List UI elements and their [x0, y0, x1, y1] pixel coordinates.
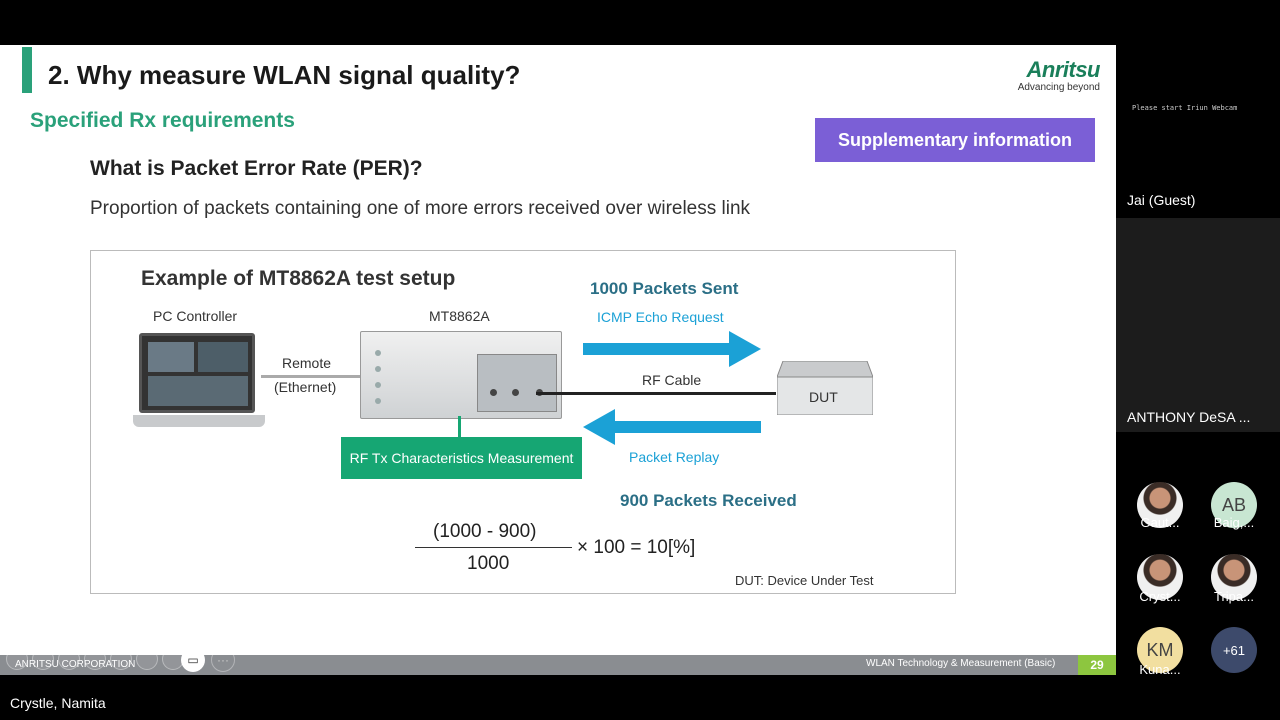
- replay-arrow-icon: [583, 409, 761, 445]
- avatar-initials: AB: [1221, 494, 1246, 515]
- video-camera-icon[interactable]: ▭: [181, 648, 205, 672]
- participant-name: Baig,...: [1213, 515, 1255, 530]
- supplementary-badge: Supplementary information: [815, 118, 1095, 162]
- formula-numerator: (1000 - 900): [433, 521, 537, 542]
- rf-cable-label: RF Cable: [642, 372, 702, 388]
- remote-label: Remote: [282, 355, 332, 371]
- title-accent-bar: [22, 47, 32, 93]
- diagram-title: Example of MT8862A test setup: [141, 267, 456, 290]
- presentation-slide: 2. Why measure WLAN signal quality? Anri…: [0, 45, 1116, 675]
- formula-denominator: 1000: [467, 553, 510, 574]
- next-slide-button[interactable]: [32, 648, 54, 670]
- test-setup-diagram: Example of MT8862A test setup PC Control…: [90, 250, 956, 594]
- pc-controller-label: PC Controller: [153, 308, 238, 324]
- more-options-icon[interactable]: ···: [211, 648, 235, 672]
- participant-name: Cryst...: [1139, 589, 1181, 604]
- logo-tagline: Advancing beyond: [1017, 82, 1100, 93]
- previous-slide-button[interactable]: [6, 648, 28, 670]
- section-title: Specified Rx requirements: [30, 109, 295, 132]
- mt8862a-instrument-icon: [360, 331, 562, 419]
- pen-tool-button[interactable]: [58, 648, 80, 670]
- rf-cable-line: [536, 392, 776, 395]
- participant-avatar[interactable]: KM: [1137, 627, 1183, 673]
- participant-video-tile[interactable]: [1116, 218, 1280, 432]
- webcam-notice: Please start Iriun Webcam: [1132, 104, 1238, 112]
- participant-video-name: ANTHONY DeSA ...: [1127, 409, 1251, 425]
- participant-avatar[interactable]: [1137, 554, 1183, 600]
- participant-name: Kuna...: [1139, 662, 1181, 677]
- packets-sent-label: 1000 Packets Sent: [590, 279, 739, 298]
- participant-guest-name: Jai (Guest): [1127, 192, 1196, 208]
- participant-avatar[interactable]: AB: [1211, 482, 1257, 528]
- avatar-initials: KM: [1146, 639, 1174, 660]
- formula-result: × 100 = 10[%]: [577, 537, 696, 558]
- question-heading: What is Packet Error Rate (PER)?: [90, 157, 423, 180]
- participant-avatar[interactable]: [1211, 554, 1257, 600]
- more-participants-badge[interactable]: +61: [1211, 627, 1257, 673]
- logo-name: Anritsu: [1026, 57, 1101, 82]
- packet-replay-label: Packet Replay: [629, 449, 720, 465]
- anritsu-logo: Anritsu Advancing beyond: [1004, 57, 1101, 94]
- laptop-icon: [139, 333, 255, 413]
- participant-name: Gaut...: [1140, 515, 1180, 530]
- rf-tx-measurement-box: RF Tx Characteristics Measurement: [341, 437, 582, 479]
- slide-title: 2. Why measure WLAN signal quality?: [48, 60, 521, 90]
- page-number: 29: [1078, 655, 1116, 675]
- ethernet-label: (Ethernet): [274, 379, 337, 395]
- presenter-name: Crystle, Namita: [10, 695, 106, 711]
- grid-view-button[interactable]: [84, 648, 106, 670]
- zoom-button[interactable]: [110, 648, 132, 670]
- formula-fraction-line: [415, 547, 572, 548]
- ethernet-line: [261, 375, 361, 378]
- laptop-base: [133, 415, 265, 427]
- packets-received-label: 900 Packets Received: [620, 491, 797, 510]
- dut-label: DUT: [809, 389, 838, 405]
- participant-avatar[interactable]: [1137, 482, 1183, 528]
- definition-text: Proportion of packets containing one of …: [90, 198, 751, 219]
- dut-footnote: DUT: Device Under Test: [735, 573, 874, 588]
- slide-controls: [6, 648, 184, 670]
- participant-name: Tripa...: [1214, 589, 1254, 604]
- dut-box-icon: [777, 361, 873, 415]
- icmp-label: ICMP Echo Request: [597, 309, 724, 325]
- send-arrow-icon: [583, 331, 761, 367]
- captions-button[interactable]: [136, 648, 158, 670]
- mt8862a-label: MT8862A: [429, 308, 490, 324]
- footer-course: WLAN Technology & Measurement (Basic): [866, 658, 1056, 669]
- measurement-pointer: [458, 416, 461, 438]
